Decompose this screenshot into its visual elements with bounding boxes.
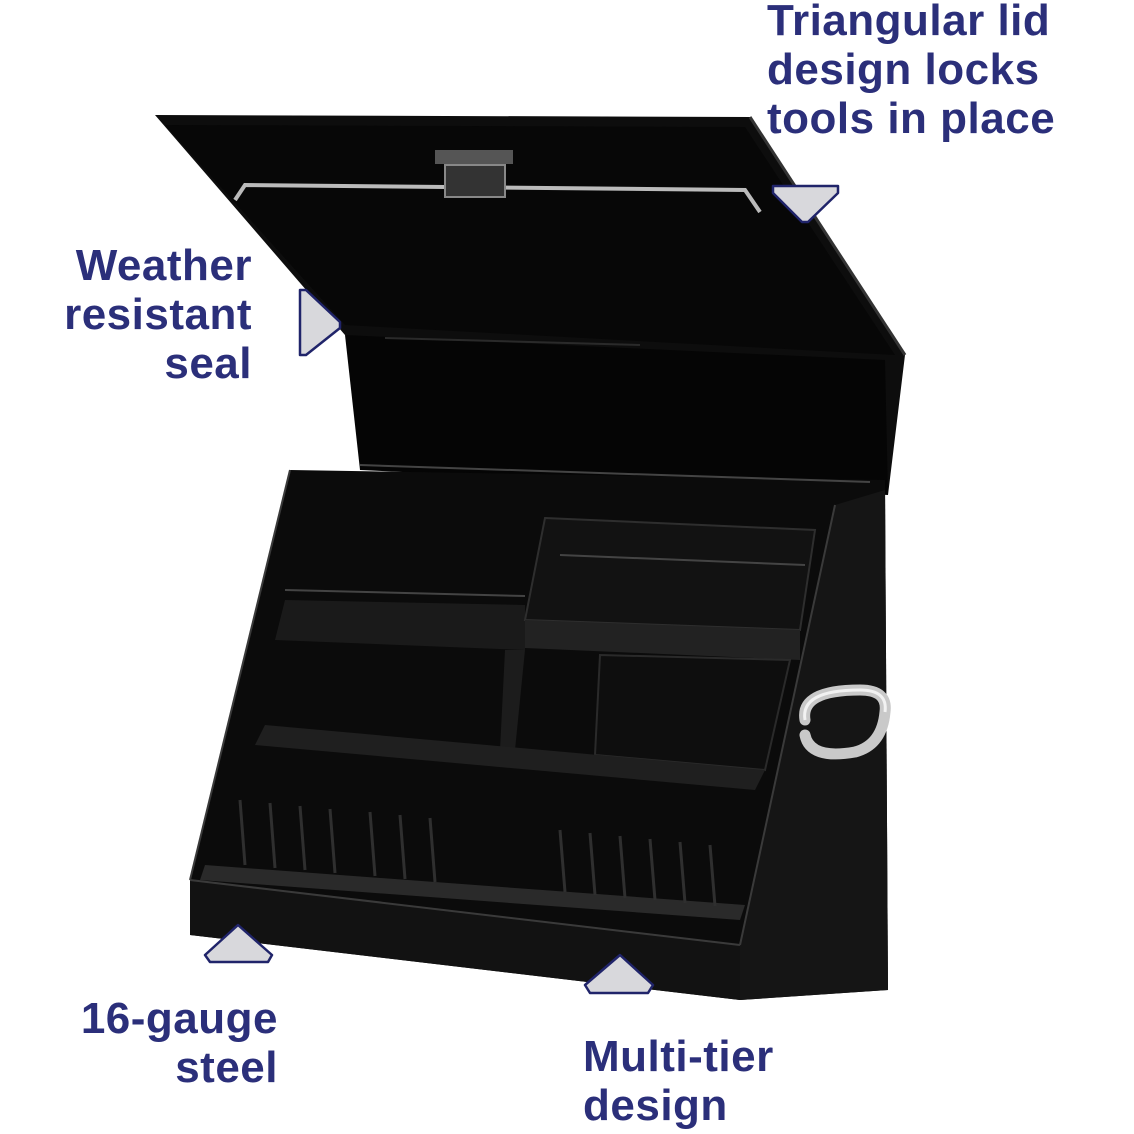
callout-multi-tier: Multi-tier design — [583, 1032, 774, 1130]
toolbox-body — [189, 464, 891, 1000]
callout-16-gauge-steel: 16-gauge steel — [81, 994, 278, 1092]
tool-tray-shelves — [200, 464, 871, 920]
callout-pointer-tiers — [583, 953, 655, 995]
side-handle — [799, 684, 891, 760]
lid-support-rod — [233, 150, 762, 214]
callout-line: Triangular lid — [767, 0, 1051, 45]
callout-line: design locks — [767, 45, 1040, 94]
callout-weather-seal: Weather resistant seal — [64, 241, 252, 388]
callout-pointer-steel — [203, 923, 274, 964]
callout-line: Weather — [75, 241, 252, 290]
callout-line: steel — [175, 1043, 278, 1092]
callout-line: resistant — [64, 290, 252, 339]
callout-triangular-lid: Triangular lid design locks tools in pla… — [767, 0, 1055, 143]
toolbox-lid — [155, 115, 907, 495]
callout-line: seal — [164, 339, 252, 388]
callout-line: 16-gauge — [80, 994, 278, 1043]
callout-line: design — [583, 1081, 728, 1130]
callout-pointer-seal — [298, 288, 342, 357]
callout-line: Multi-tier — [583, 1032, 774, 1081]
callout-pointer-lid — [771, 184, 840, 224]
callout-line: tools in place — [767, 94, 1056, 143]
